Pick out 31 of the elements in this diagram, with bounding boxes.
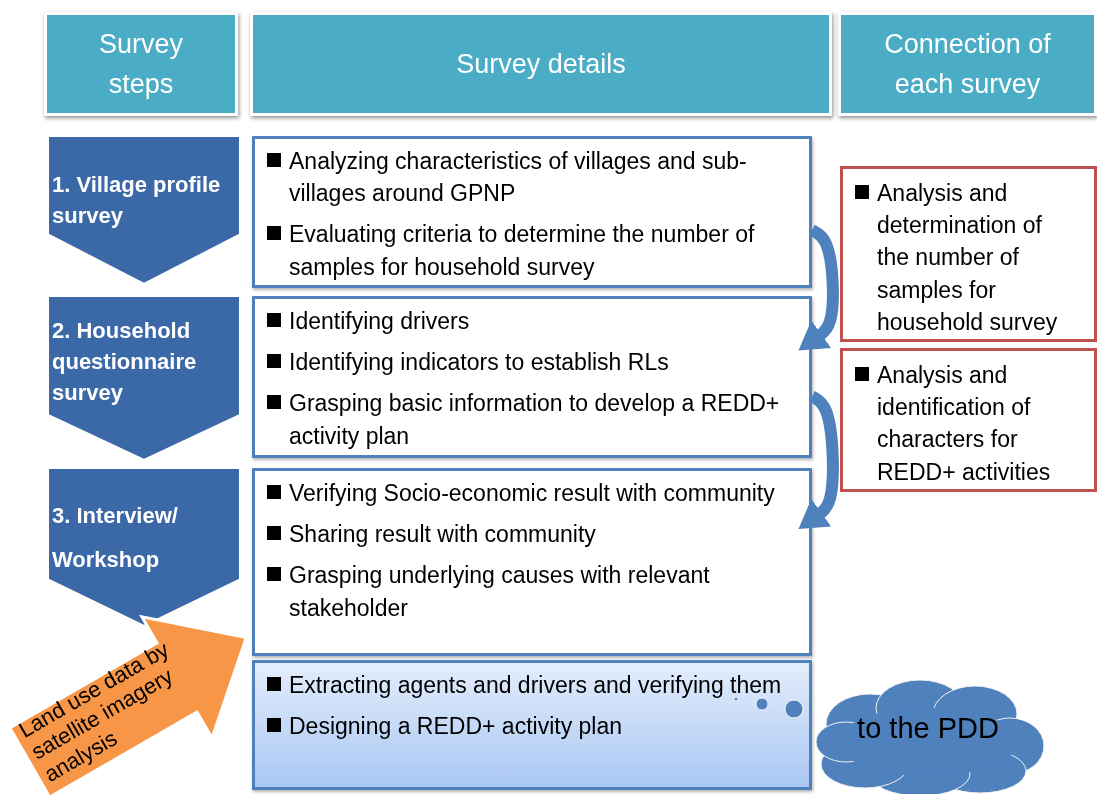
step-title: 3. Interview/ Workshop: [51, 502, 179, 574]
list-item-text: Analysis and determination of the number of samples for household survey: [877, 179, 1059, 337]
list-item-text: Identifying indicators to establish RLs: [289, 348, 669, 378]
list-item-text: Verifying Socio-economic result with community: [289, 479, 775, 508]
column-header-box: [44, 12, 238, 116]
list-item-text: Identifying drivers: [289, 307, 470, 336]
connection-box: [840, 166, 1097, 342]
list-item-text: Evaluating criteria to determine the number of samples for household survey: [289, 220, 756, 282]
list-item-text: Extracting agents and drivers and verifying them: [289, 671, 782, 700]
step-title: 1. Village profile survey: [51, 171, 222, 230]
list-item-text: Analysis and identification of characters for REDD+ activities: [877, 361, 1052, 487]
header-text: Connection of each survey: [883, 27, 1052, 101]
cloud-label: to the PDD: [856, 712, 1000, 745]
step-pentagon: [46, 294, 242, 462]
column-header-box: [250, 12, 832, 116]
survey-details-box: [252, 296, 812, 458]
survey-details-box: [252, 136, 812, 288]
step-pentagon: [46, 134, 242, 286]
survey-details-box: [252, 468, 812, 656]
list-item-text: Grasping basic information to develop a REDD+ activity plan: [289, 389, 781, 451]
step-pentagon: [46, 466, 242, 628]
survey-details-box: [252, 660, 812, 790]
list-item-text: Designing a REDD+ activity plan: [289, 712, 623, 742]
header-text: Survey details: [456, 47, 626, 81]
list-item-text: Analyzing characteristics of villages and sub-villages around GPNP: [289, 147, 748, 209]
step-title: 2. Household questionnaire survey: [51, 317, 198, 407]
list-item-text: Sharing result with community: [289, 520, 596, 550]
list-item-text: Grasping underlying causes with relevant stakeholder: [289, 561, 711, 623]
connection-box: [840, 348, 1097, 492]
header-text: Survey steps: [97, 27, 184, 101]
column-header-box: [838, 12, 1097, 116]
